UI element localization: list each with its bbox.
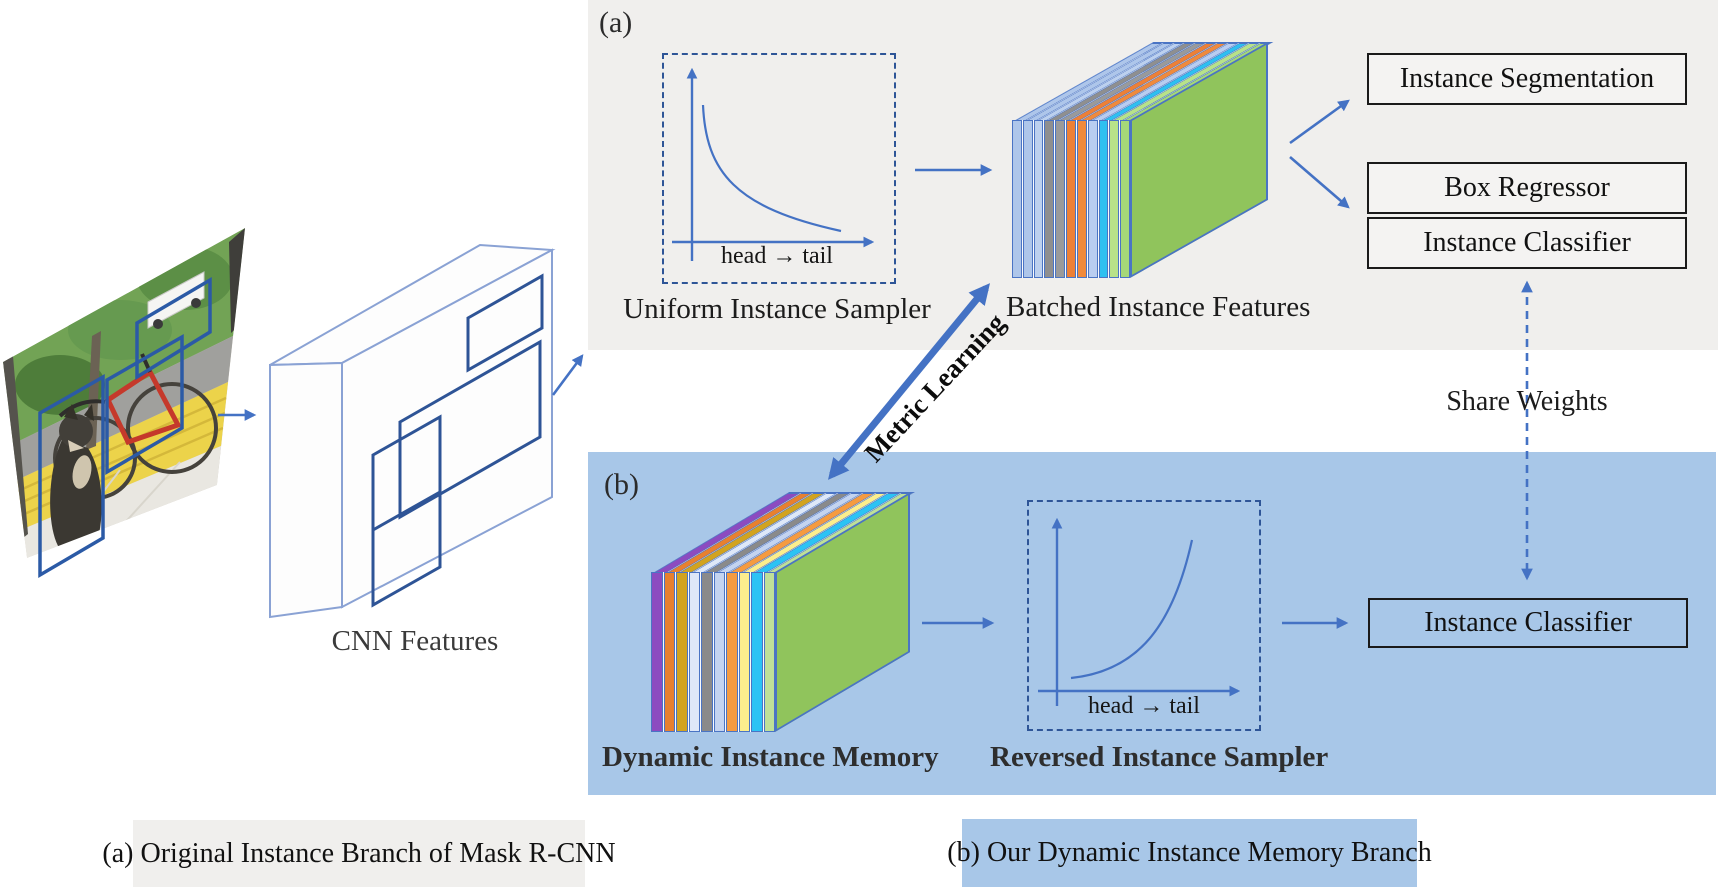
- memory-slice: [1044, 120, 1055, 278]
- reversed-sampler-label: Reversed Instance Sampler: [990, 741, 1329, 773]
- caption-original-branch: (a) Original Instance Branch of Mask R-C…: [102, 820, 616, 887]
- memory-slice: [676, 572, 688, 732]
- memory-slice: [663, 572, 675, 732]
- uniform-sampler-label: Uniform Instance Sampler: [623, 293, 931, 325]
- head-tail-label-a: head → tail: [721, 243, 833, 269]
- memory-slice: [1033, 120, 1044, 278]
- memory-slice: [688, 572, 700, 732]
- instance-classifier-top-label: Instance Classifier: [1423, 227, 1631, 258]
- caption-b-text: (b) Our Dynamic Instance Memory Branch: [947, 837, 1432, 868]
- box-regressor-label: Box Regressor: [1444, 172, 1610, 203]
- memory-slice: [1012, 120, 1022, 278]
- memory-slice: [763, 572, 775, 732]
- memory-slice: [1022, 120, 1033, 278]
- caption-a-text: (a) Original Instance Branch of Mask R-C…: [102, 837, 616, 869]
- memory-slice: [751, 572, 763, 732]
- dynamic-memory-slab-front: [651, 572, 775, 732]
- memory-slice: [1055, 120, 1066, 278]
- memory-slice: [1087, 120, 1098, 278]
- section-b-tag: (b): [604, 468, 639, 501]
- reversed-sampler-box: [1027, 500, 1261, 731]
- instance-segmentation-label: Instance Segmentation: [1399, 63, 1655, 94]
- uniform-sampler-box: [662, 53, 896, 284]
- share-weights-label: Share Weights: [1446, 386, 1608, 417]
- instance-classifier-bottom-label: Instance Classifier: [1424, 607, 1632, 638]
- head-tail-label-b: head → tail: [1088, 693, 1200, 719]
- memory-slice: [1120, 120, 1130, 278]
- caption-dynamic-branch: (b) Our Dynamic Instance Memory Branch: [947, 819, 1432, 887]
- instance-classifier-top-box: Instance Classifier: [1367, 217, 1687, 269]
- memory-slice: [738, 572, 750, 732]
- batched-features-label: Batched Instance Features: [1006, 291, 1311, 323]
- section-a-tag: (a): [599, 6, 633, 39]
- memory-slice: [651, 572, 663, 732]
- memory-slice: [713, 572, 725, 732]
- cnn-features-label: CNN Features: [331, 625, 499, 657]
- metric-learning-label: Metric Learning: [858, 307, 1011, 468]
- memory-slice: [701, 572, 713, 732]
- batched-features-slab-front: [1012, 120, 1130, 278]
- instance-segmentation-box: Instance Segmentation: [1367, 53, 1687, 105]
- memory-slice: [1066, 120, 1076, 278]
- memory-slice: [1109, 120, 1120, 278]
- instance-classifier-bottom-box: Instance Classifier: [1368, 598, 1688, 648]
- box-regressor-box: Box Regressor: [1367, 162, 1687, 214]
- memory-slice: [726, 572, 738, 732]
- memory-slice: [1076, 120, 1087, 278]
- memory-slice: [1098, 120, 1109, 278]
- dynamic-memory-label: Dynamic Instance Memory: [602, 741, 939, 773]
